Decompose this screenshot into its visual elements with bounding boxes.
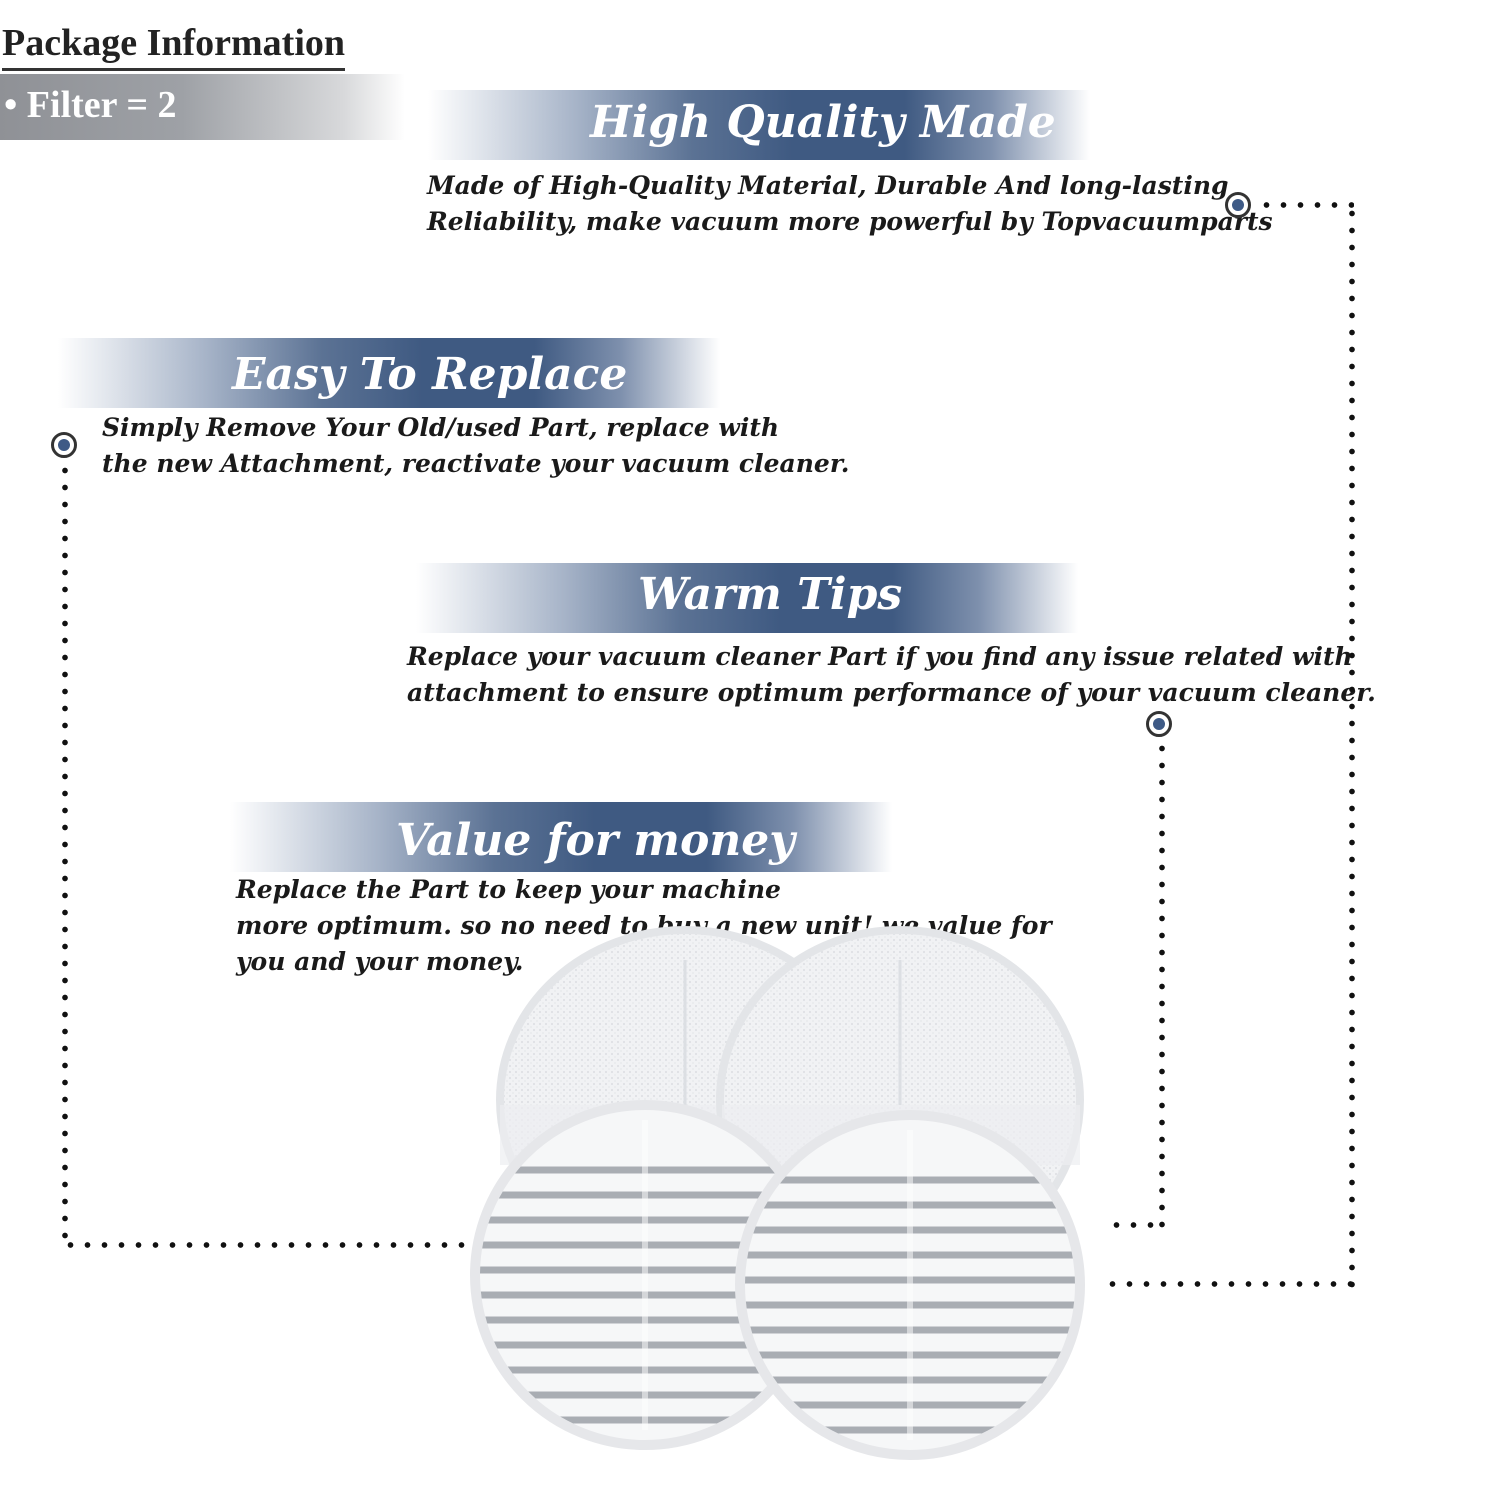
text-easy-replace-2: the new Attachment, reactivate your vacu… [102,449,850,478]
text-warm-tips-2: attachment to ensure optimum performance… [407,678,1376,707]
text-value-1: Replace the Part to keep your machine [236,875,781,904]
heading-warm-tips: Warm Tips [638,569,903,620]
banner-value [230,802,892,872]
heading-high-quality: High Quality Made [590,97,1056,148]
text-warm-tips-1: Replace your vacuum cleaner Part if you … [407,642,1353,671]
banner-warm-tips [416,563,1078,633]
heading-easy-replace: Easy To Replace [232,349,628,400]
text-value-3: you and your money. [236,947,524,976]
mop-pads-photo [470,926,1085,1460]
connector-mid-right-h [1108,1222,1164,1228]
connector-left-v [62,462,68,1247]
text-high-quality-1: Made of High-Quality Material, Durable A… [427,171,1229,200]
connector-right-v [1349,205,1355,1290]
pad-front-right [735,1110,1085,1460]
banner-easy-replace [58,338,720,408]
target-marker-icon [1146,711,1172,737]
connector-mid-right-v [1159,740,1165,1228]
text-high-quality-2: Reliability, make vacuum more powerful b… [427,207,1273,236]
package-band [0,74,405,140]
package-title: Package Information [2,23,346,71]
connector-bottom-left-h [62,1242,470,1248]
connector-bottom-right-h [1104,1281,1354,1287]
connector-top-right-h [1258,202,1354,208]
target-marker-icon [51,432,77,458]
package-item: • Filter = 2 [4,84,177,126]
target-marker-icon [1225,192,1251,218]
banner-high-quality [428,90,1090,160]
heading-value: Value for money [396,815,795,866]
text-easy-replace-1: Simply Remove Your Old/used Part, replac… [102,413,780,442]
